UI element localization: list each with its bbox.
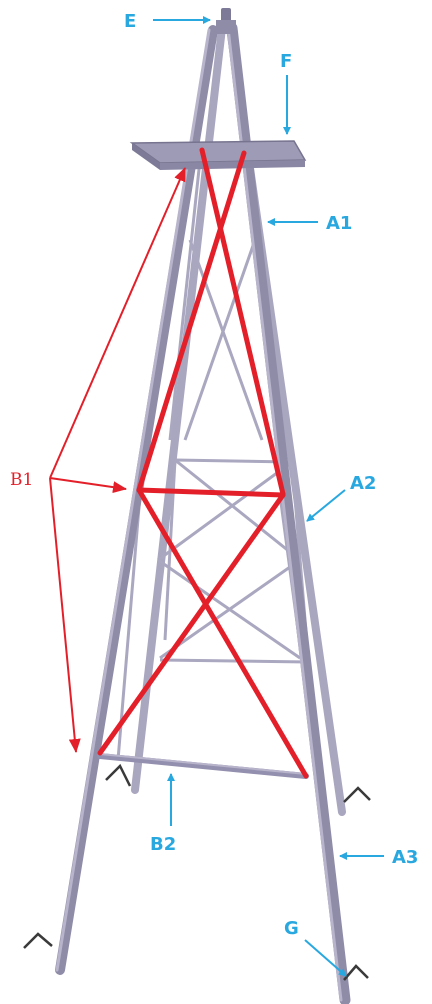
label-B1: B1 <box>10 470 33 490</box>
red-bracing <box>97 147 309 779</box>
lower-brace-right <box>97 492 286 756</box>
red-callouts <box>49 167 186 753</box>
label-F: F <box>280 51 292 72</box>
lattice-bracing <box>116 159 320 781</box>
anchor-brackets <box>23 763 371 981</box>
upper-brace-left <box>199 147 286 497</box>
top-mast <box>216 8 236 34</box>
arrow-B1-lower <box>49 477 81 753</box>
label-G: G <box>284 918 299 939</box>
label-A3: A3 <box>392 847 418 868</box>
leg-right-front <box>226 22 351 1004</box>
anchor-right-mid <box>343 786 371 803</box>
top-platform <box>129 140 307 170</box>
leg-left-front <box>55 25 218 975</box>
middle-rail <box>136 487 286 498</box>
bottom-rail <box>97 753 309 779</box>
anchor-right-bottom <box>343 964 369 981</box>
arrow-B1-middle <box>49 477 127 494</box>
anchor-left-bottom <box>23 932 53 949</box>
anchor-left-mid <box>105 763 132 787</box>
label-E: E <box>124 11 136 32</box>
arrow-B1-upper <box>49 167 186 479</box>
lower-brace-left <box>136 487 309 779</box>
label-A1: A1 <box>326 213 352 234</box>
arrow-G <box>304 939 347 977</box>
blue-callouts <box>153 16 384 977</box>
upper-brace-right <box>136 150 247 493</box>
arrow-A2 <box>306 489 346 522</box>
label-B2: B2 <box>150 834 176 855</box>
label-A2: A2 <box>350 473 376 494</box>
front-legs <box>55 22 351 1004</box>
